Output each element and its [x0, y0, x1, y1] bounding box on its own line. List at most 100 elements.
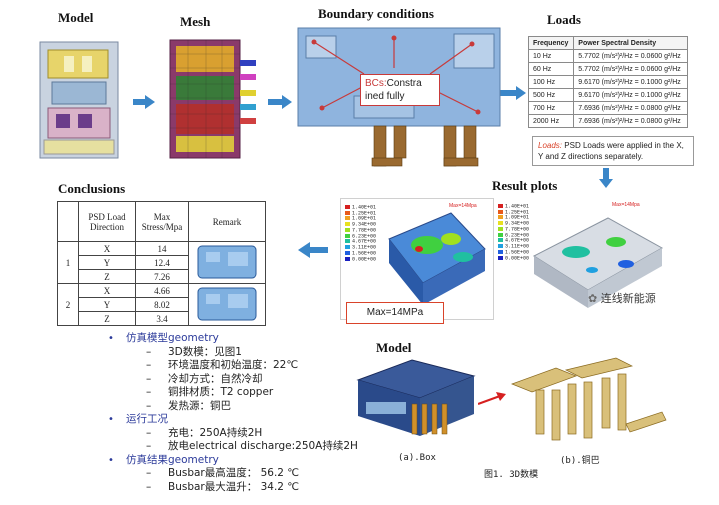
legend-entry: 1.25E+01: [345, 210, 377, 217]
legend-swatch: [345, 250, 350, 255]
list-item-text: 放电electrical discharge:250A持续2H: [168, 440, 358, 452]
loads-psd-cell: 7.6936 (m/s²)²/Hz = 0.0800 g²/Hz: [573, 114, 688, 128]
stress-cell: 12.4: [135, 255, 189, 270]
concl-header-remark: Remark: [188, 201, 266, 242]
loads-psd-cell: 5.7702 (m/s²)²/Hz = 0.0600 g²/Hz: [573, 49, 688, 63]
bullet-dot-icon: •: [108, 414, 114, 425]
result-plots-title: Result plots: [492, 178, 558, 193]
legend-value: 1.09E+01: [352, 215, 377, 222]
watermark-icon: ✿: [588, 292, 598, 305]
legend-entry: 7.78E+00: [498, 227, 529, 233]
boundary-title: Boundary conditions: [318, 6, 434, 21]
max-label-left: Max=14Mpa: [449, 203, 477, 209]
arrow-mesh-to-boundary-icon: [268, 95, 292, 109]
concl-header-stress: Max Stress/Mpa: [135, 201, 189, 242]
bcs-prefix: BCs:: [365, 78, 387, 89]
list-item-text: 充电：250A持续2H: [168, 426, 263, 439]
direction-cell: Y: [78, 255, 136, 270]
legend-value: 3.11E+00: [505, 243, 530, 250]
list-item: –环境温度和初始温度：22℃: [108, 359, 358, 373]
legend-entry: 1.40E+01: [345, 205, 376, 211]
legend-entry: 1.40E+01: [498, 204, 529, 210]
loads-psd-cell: 7.6936 (m/s²)²/Hz = 0.0800 g²/Hz: [573, 101, 688, 115]
direction-cell: X: [78, 241, 136, 256]
legend-entry: 1.56E+00: [498, 250, 529, 256]
legend-swatch: [345, 205, 350, 209]
list-item: – 冷却方式：自然冷却: [108, 373, 358, 387]
legend-value: 1.40E+01: [505, 203, 530, 210]
direction-cell: X: [78, 283, 136, 298]
list-item-text: Busbar最大温升： 34.2 ℃: [168, 480, 300, 493]
model-title: Model: [58, 10, 94, 25]
loads-frequency-cell: 10 Hz: [527, 49, 575, 63]
dash-icon: –: [146, 480, 152, 493]
bcs-text: Constra ined fully: [365, 78, 422, 102]
legend-swatch: [345, 256, 350, 261]
direction-cell: Z: [78, 269, 136, 284]
loads-frequency-cell: 100 Hz: [527, 75, 575, 89]
legend-swatch: [498, 204, 503, 208]
stress-cell: 7.26: [135, 269, 189, 284]
direction-cell: Z: [78, 311, 136, 326]
legend-entry: 0.00E+00: [345, 255, 377, 263]
mesh-image: [169, 39, 256, 159]
legend-value: 0.00E+00: [352, 255, 377, 262]
stress-contour-right: [532, 217, 664, 308]
arrow-model-to-mesh-icon: [133, 95, 155, 109]
legend-swatch: [498, 255, 503, 260]
bullet-heading: • 运行工况: [108, 413, 358, 427]
conclusions-table: PSD Load Direction Max Stress/Mpa Remark…: [57, 201, 266, 326]
loads-header-psd: Power Spectral Density: [573, 36, 688, 50]
legend-swatch: [345, 239, 350, 244]
legend-value: 1.09E+01: [505, 214, 530, 221]
loads-frequency-cell: 60 Hz: [527, 62, 575, 76]
legend-value: 4.67E+00: [505, 237, 530, 244]
legend-entry: 9.34E+00: [345, 222, 376, 228]
list-item-text: 铜排材质：T2 copper: [168, 386, 274, 398]
list-item-text: Busbar最高温度： 56.2 ℃: [168, 467, 300, 479]
dash-icon: –: [146, 372, 152, 385]
arrow-box-to-copper-icon: [478, 392, 506, 405]
list-item-text: 发热源：铜巴: [168, 399, 231, 412]
direction-cell: Y: [78, 297, 136, 312]
list-item-text: 冷却方式：自然冷却: [168, 372, 263, 385]
bullet-heading-text: 运行工况: [126, 413, 168, 425]
stress-contour-left: [388, 212, 486, 305]
legend-entry: 1.25E+01: [498, 209, 529, 216]
legend-value: 1.56E+00: [505, 249, 530, 256]
legend-entry: 1.09E+01: [498, 215, 529, 221]
list-item: –3D数模：见图1: [108, 346, 358, 360]
legend-entry: 1.09E+01: [345, 216, 376, 222]
bullet-list: •仿真模型geometry–3D数模：见图1–环境温度和初始温度：22℃–冷却方…: [108, 332, 358, 494]
legend-value: 1.25E+01: [352, 210, 377, 217]
watermark: ✿ 连线新能源: [588, 290, 656, 306]
legend-entry: 3.11E+00: [498, 244, 529, 250]
stress-cell: 4.66: [135, 283, 189, 298]
stress-cell: 8.02: [135, 297, 189, 312]
legend-entry: 7.78E+00: [345, 228, 376, 234]
boundary-image: [297, 27, 501, 167]
bcs-callout: BCs:Constra ined fully: [360, 74, 440, 106]
legend-value: 1.56E+00: [352, 250, 377, 257]
concl-header-direction: PSD Load Direction: [78, 201, 136, 242]
legend-value: 6.23E+00: [352, 233, 377, 239]
legend-swatch: [498, 238, 503, 243]
dash-icon: –: [146, 386, 152, 398]
legend-swatch: [498, 249, 503, 254]
stress-cell: 3.4: [135, 311, 189, 326]
legend-swatch: [498, 215, 503, 220]
stress-cell: 14: [135, 241, 189, 256]
list-item: –放电electrical discharge:250A持续2H: [108, 440, 358, 454]
bullet-heading: •仿真结果geometry: [108, 454, 358, 468]
group-index-cell: 1: [57, 241, 79, 284]
legend-entry: 3.11E+00: [345, 245, 376, 251]
legend-swatch: [345, 227, 350, 232]
